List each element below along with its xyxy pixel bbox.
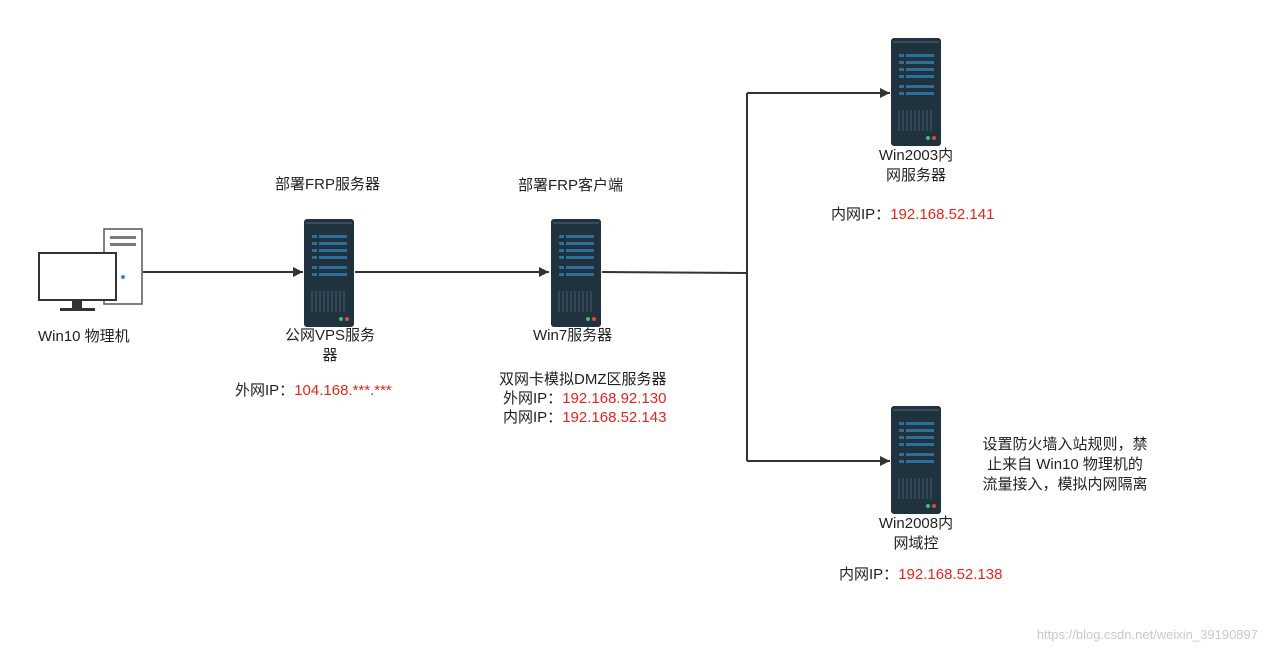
vps-name-line1: 公网VPS服务 bbox=[284, 327, 375, 344]
pc-icon bbox=[38, 228, 143, 311]
win2008-server-icon bbox=[890, 405, 942, 515]
win2003-name-line2: 网服务器 bbox=[885, 167, 946, 184]
vps-name-line2: 器 bbox=[322, 347, 338, 364]
win2008-name-line1: Win2008内 bbox=[878, 515, 954, 532]
win7-int-ip-label: 内网IP： bbox=[503, 409, 563, 426]
win2003-name-line1: Win2003内 bbox=[878, 147, 954, 164]
win7-caption: 部署FRP客户端 bbox=[518, 177, 624, 194]
win7-ext-ip-row: 外网IP：192.168.92.130 bbox=[503, 389, 666, 409]
vps-server-icon bbox=[303, 218, 355, 328]
win7-ext-ip-label: 外网IP： bbox=[503, 390, 563, 407]
win2003-int-ip: 192.168.52.141 bbox=[890, 206, 995, 223]
win7-name: Win7服务器 bbox=[533, 327, 613, 344]
watermark: https://blog.csdn.net/weixin_39190897 bbox=[1036, 627, 1258, 642]
win7-server-icon bbox=[550, 218, 602, 328]
win7-int-ip: 192.168.52.143 bbox=[562, 409, 667, 426]
win2008-name: Win2008内 网域控 bbox=[856, 514, 976, 554]
win10-name: Win10 物理机 bbox=[38, 328, 130, 345]
win2003-name: Win2003内 网服务器 bbox=[856, 146, 976, 186]
vps-caption: 部署FRP服务器 bbox=[275, 176, 381, 193]
win2008-firewall-note: 设置防火墙入站规则，禁 止来自 Win10 物理机的 流量接入，模拟内网隔离 bbox=[968, 435, 1162, 495]
win2008-name-line2: 网域控 bbox=[893, 535, 939, 552]
vps-ext-ip-row: 外网IP：104.168.***.*** bbox=[235, 381, 392, 401]
firewall-note-line1: 设置防火墙入站规则，禁 bbox=[982, 436, 1148, 453]
win7-int-ip-row: 内网IP：192.168.52.143 bbox=[503, 408, 666, 428]
win2003-int-ip-label: 内网IP： bbox=[831, 206, 891, 223]
link-win7-branch bbox=[601, 271, 748, 274]
win7-ext-ip: 192.168.92.130 bbox=[562, 390, 667, 407]
win7-desc: 双网卡模拟DMZ区服务器 bbox=[499, 371, 667, 388]
win2008-int-ip: 192.168.52.138 bbox=[898, 566, 1003, 583]
vps-ext-ip-label: 外网IP： bbox=[235, 382, 295, 399]
win2003-server-icon bbox=[890, 37, 942, 147]
win2003-int-ip-row: 内网IP：192.168.52.141 bbox=[831, 205, 994, 225]
win2008-int-ip-row: 内网IP：192.168.52.138 bbox=[839, 565, 1002, 585]
firewall-note-line3: 流量接入，模拟内网隔离 bbox=[982, 476, 1148, 493]
vps-name: 公网VPS服务 器 bbox=[268, 326, 392, 366]
vps-ext-ip: 104.168.***.*** bbox=[294, 382, 392, 399]
firewall-note-line2: 止来自 Win10 物理机的 bbox=[987, 456, 1143, 473]
win2008-int-ip-label: 内网IP： bbox=[839, 566, 899, 583]
